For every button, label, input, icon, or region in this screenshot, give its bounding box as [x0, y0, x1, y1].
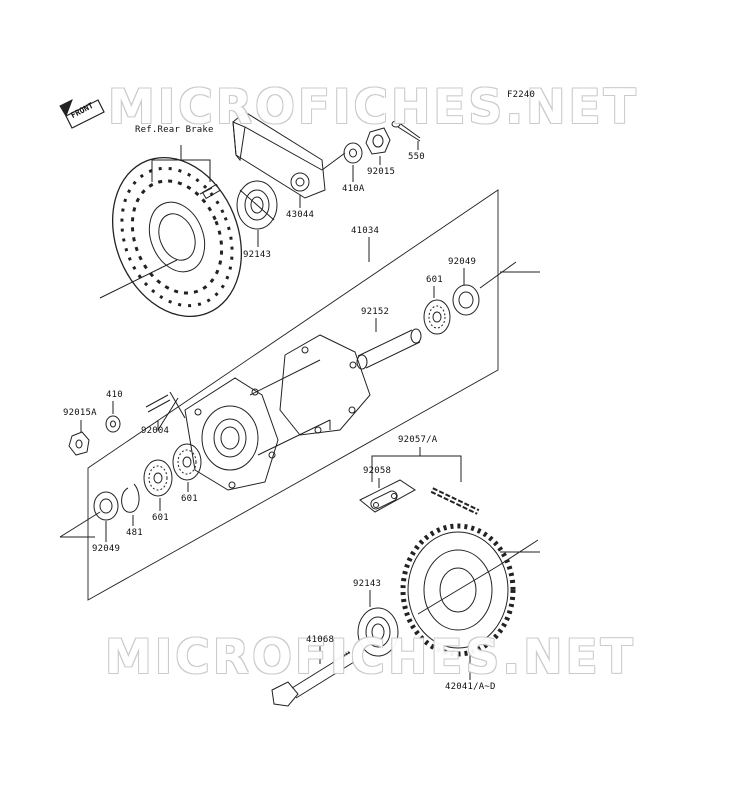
spacer-92143-bottom: [357, 607, 399, 657]
part-label-550[interactable]: 550: [408, 152, 425, 162]
leader-caliper-axis: [321, 152, 346, 171]
bearing-601-right: [423, 299, 451, 335]
chain-92057: [430, 487, 480, 515]
cotter-pin-550: [391, 120, 421, 142]
circlip-481: [121, 483, 140, 513]
part-label-601-right[interactable]: 601: [426, 275, 443, 285]
bolt-41068: [271, 650, 355, 707]
part-label-92004[interactable]: 92004: [141, 426, 170, 436]
part-label-41034[interactable]: 41034: [351, 226, 380, 236]
axis-sprocket: [497, 539, 539, 567]
brake-disc: [99, 156, 243, 318]
watermark-top: MICROFICHES.NET: [108, 80, 639, 135]
part-label-601-left[interactable]: 601: [152, 513, 169, 523]
part-label-92152[interactable]: 92152: [361, 307, 390, 317]
part-label-92049-right[interactable]: 92049: [448, 257, 477, 267]
seal-92049-left: [93, 491, 119, 521]
part-label-410A[interactable]: 410A: [342, 184, 365, 194]
part-label-41068[interactable]: 41068: [306, 635, 335, 645]
part-label-43044[interactable]: 43044: [286, 210, 315, 220]
leader-92057: [371, 455, 462, 482]
nut-92015A: [68, 431, 90, 456]
stud-92004: [145, 394, 171, 413]
seal-92049-right: [452, 284, 480, 316]
part-label-42041[interactable]: 42041/A~D: [445, 682, 496, 692]
washer-410A: [343, 142, 363, 164]
part-label-92049-left[interactable]: 92049: [92, 544, 121, 554]
nut-92015-top: [365, 127, 391, 155]
axis-right: [479, 261, 517, 289]
disc-bolt: [199, 183, 221, 200]
bearing-601-mid: [172, 443, 202, 481]
leader-92004: [157, 397, 179, 432]
wheel-hub: [184, 334, 371, 491]
front-arrow-icon: [59, 98, 105, 129]
part-label-92015-top[interactable]: 92015: [367, 167, 396, 177]
part-label-92143-top[interactable]: 92143: [243, 250, 272, 260]
collar-92152: [356, 328, 422, 370]
part-label-92057[interactable]: 92057/A: [398, 435, 438, 445]
part-label-92143-bottom[interactable]: 92143: [353, 579, 382, 589]
ref-rear-brake-label: Ref.Rear Brake: [135, 125, 214, 135]
washer-410: [105, 415, 121, 433]
part-label-601-mid[interactable]: 601: [181, 494, 198, 504]
part-label-481[interactable]: 481: [126, 528, 143, 538]
watermark-bottom: MICROFICHES.NET: [105, 630, 636, 685]
sprocket-42041: [400, 523, 516, 657]
axis-left: [59, 511, 101, 538]
caliper-bracket: [232, 111, 326, 199]
assembly-outline: [87, 189, 499, 601]
part-label-410[interactable]: 410: [106, 390, 123, 400]
spacer-92143-top: [236, 180, 278, 230]
part-label-92058[interactable]: 92058: [363, 466, 392, 476]
bearing-601-left: [143, 459, 173, 497]
master-link-92058: [359, 479, 416, 513]
diagram-code: F2240: [507, 90, 536, 100]
part-label-92015A[interactable]: 92015A: [63, 408, 97, 418]
